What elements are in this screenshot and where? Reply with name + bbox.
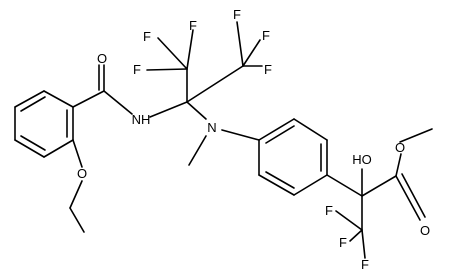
- bond: [236, 21, 244, 67]
- atom-label-nitrogen: N: [207, 120, 216, 135]
- bond: [43, 139, 74, 158]
- atom-label-oxygen: O: [97, 51, 107, 66]
- atom-label-fluorine: F: [325, 203, 333, 218]
- atom-label-fluorine: F: [339, 235, 347, 250]
- atom-label-fluorine: F: [189, 18, 197, 33]
- bond: [258, 118, 295, 141]
- bond: [14, 90, 45, 108]
- bond: [186, 101, 207, 120]
- bond: [326, 174, 363, 197]
- atom-label-fluorine: F: [264, 62, 272, 77]
- bond: [265, 125, 295, 144]
- bond: [401, 173, 426, 218]
- atom-label-fluorine: F: [143, 29, 151, 44]
- atom-label-fluorine: F: [133, 62, 141, 77]
- atom-label-oxygen: O: [395, 140, 405, 155]
- bond: [221, 129, 260, 141]
- bond: [69, 207, 85, 233]
- bond: [43, 90, 74, 108]
- bond: [361, 229, 366, 259]
- bond: [399, 128, 433, 143]
- bond: [72, 90, 105, 108]
- atom-label-oxygen: O: [420, 223, 430, 238]
- atom-label-fluorine: F: [233, 7, 241, 22]
- bond: [293, 174, 328, 196]
- bond: [186, 29, 194, 70]
- bond: [293, 118, 328, 141]
- bond: [395, 175, 421, 221]
- bond: [149, 101, 188, 118]
- atom-label-hydroxyl: HO: [352, 152, 372, 167]
- atom-label-fluorine: F: [262, 28, 270, 43]
- atom-label-fluorine: F: [361, 257, 369, 272]
- bond: [14, 139, 45, 158]
- bond: [361, 175, 397, 197]
- bond: [349, 229, 363, 242]
- bond: [72, 139, 83, 168]
- bond: [242, 39, 261, 67]
- bond: [103, 90, 133, 115]
- bond: [265, 171, 295, 189]
- bond: [188, 135, 207, 166]
- bond: [157, 37, 188, 70]
- bonds: [14, 21, 433, 259]
- bond: [395, 153, 402, 177]
- bond: [258, 174, 295, 196]
- bond: [20, 96, 46, 112]
- atom-labels: F F F F F F O NH N O HO O O F F F: [77, 7, 430, 272]
- bond: [186, 65, 244, 103]
- bond: [20, 135, 46, 151]
- atom-label-nh: NH: [132, 112, 151, 127]
- atom-label-oxygen: O: [77, 166, 87, 181]
- bond: [69, 180, 83, 209]
- bond: [146, 68, 188, 71]
- bond: [335, 210, 363, 231]
